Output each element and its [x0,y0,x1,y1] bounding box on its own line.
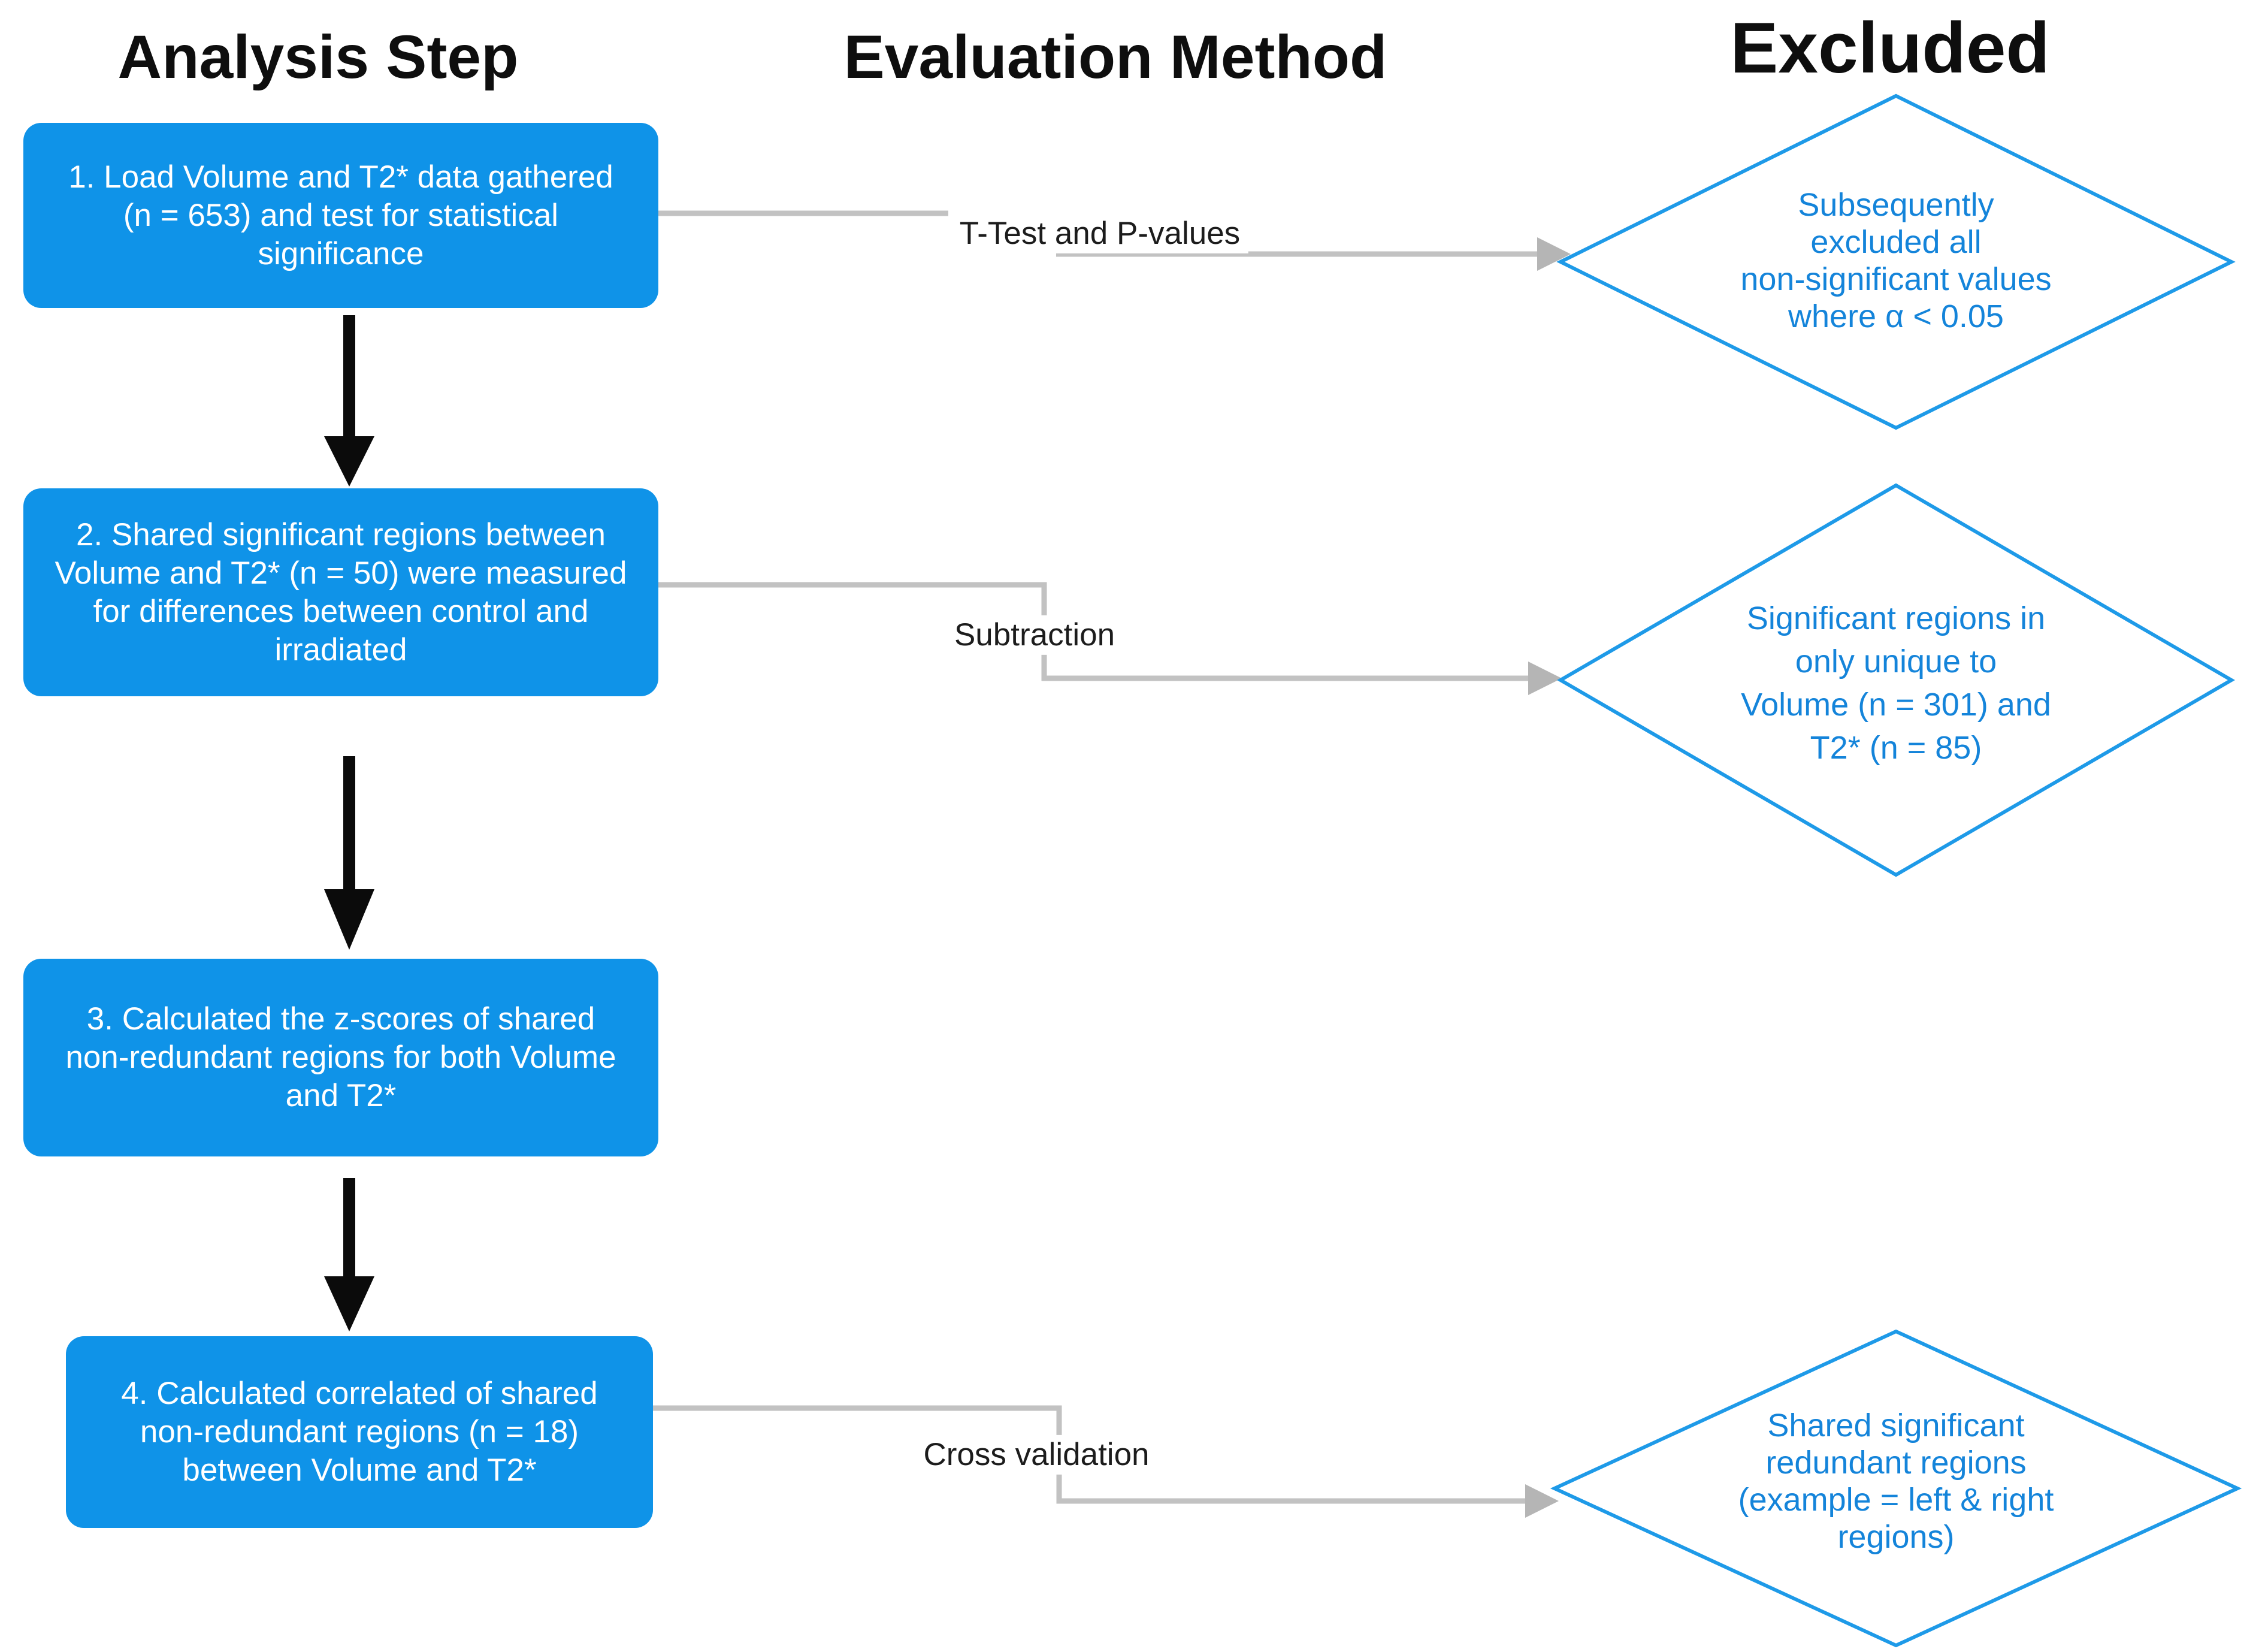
method-label-cross-validation: Cross validation [915,1434,1158,1475]
step-box-2: 2. Shared significant regions between Vo… [23,488,658,696]
exclusion-diamond-1-text: Subsequently excluded all non-significan… [1740,187,2052,334]
column-header-evaluation-method: Evaluation Method [843,23,1387,91]
step-box-1-text: 1. Load Volume and T2* data gathered (n … [68,159,613,271]
down-arrow-2 [324,756,374,950]
method-label-t-test-and-p-values: T-Test and P-values [951,213,1249,254]
exclusion-diamond-2-shape [1557,483,2235,877]
down-arrow-2-head [324,889,374,950]
step-box-3: 3. Calculated the z-scores of shared non… [23,959,658,1156]
step-box-4: 4. Calculated correlated of shared non-r… [66,1336,653,1528]
connector-row-3-arrowhead [1525,1484,1559,1518]
down-arrow-1-head [324,436,374,487]
down-arrow-3 [324,1178,374,1331]
step-box-3-text: 3. Calculated the z-scores of shared non… [65,1001,616,1113]
column-header-excluded: Excluded [1730,8,2050,88]
exclusion-diamond-3-text: Shared significant redundant regions (ex… [1738,1408,2054,1555]
column-header-analysis-step: Analysis Step [117,23,519,91]
method-label-subtraction: Subtraction [945,615,1124,656]
exclusion-diamond-3-shape [1550,1329,2242,1648]
connector-row-1 [658,210,1571,271]
exclusion-diamond-1-shape [1556,93,2236,430]
step-box-4-text: 4. Calculated correlated of shared non-r… [121,1376,598,1488]
step-box-2-text: 2. Shared significant regions between Vo… [55,517,627,668]
step-box-1: 1. Load Volume and T2* data gathered (n … [23,123,658,308]
down-arrow-1 [324,315,374,487]
exclusion-diamond-2-text: Significant regions in only unique to Vo… [1741,600,2051,766]
down-arrow-3-head [324,1276,374,1331]
connector-row-2-arrowhead [1528,662,1562,695]
connector-row-1-arrowhead [1537,237,1571,271]
